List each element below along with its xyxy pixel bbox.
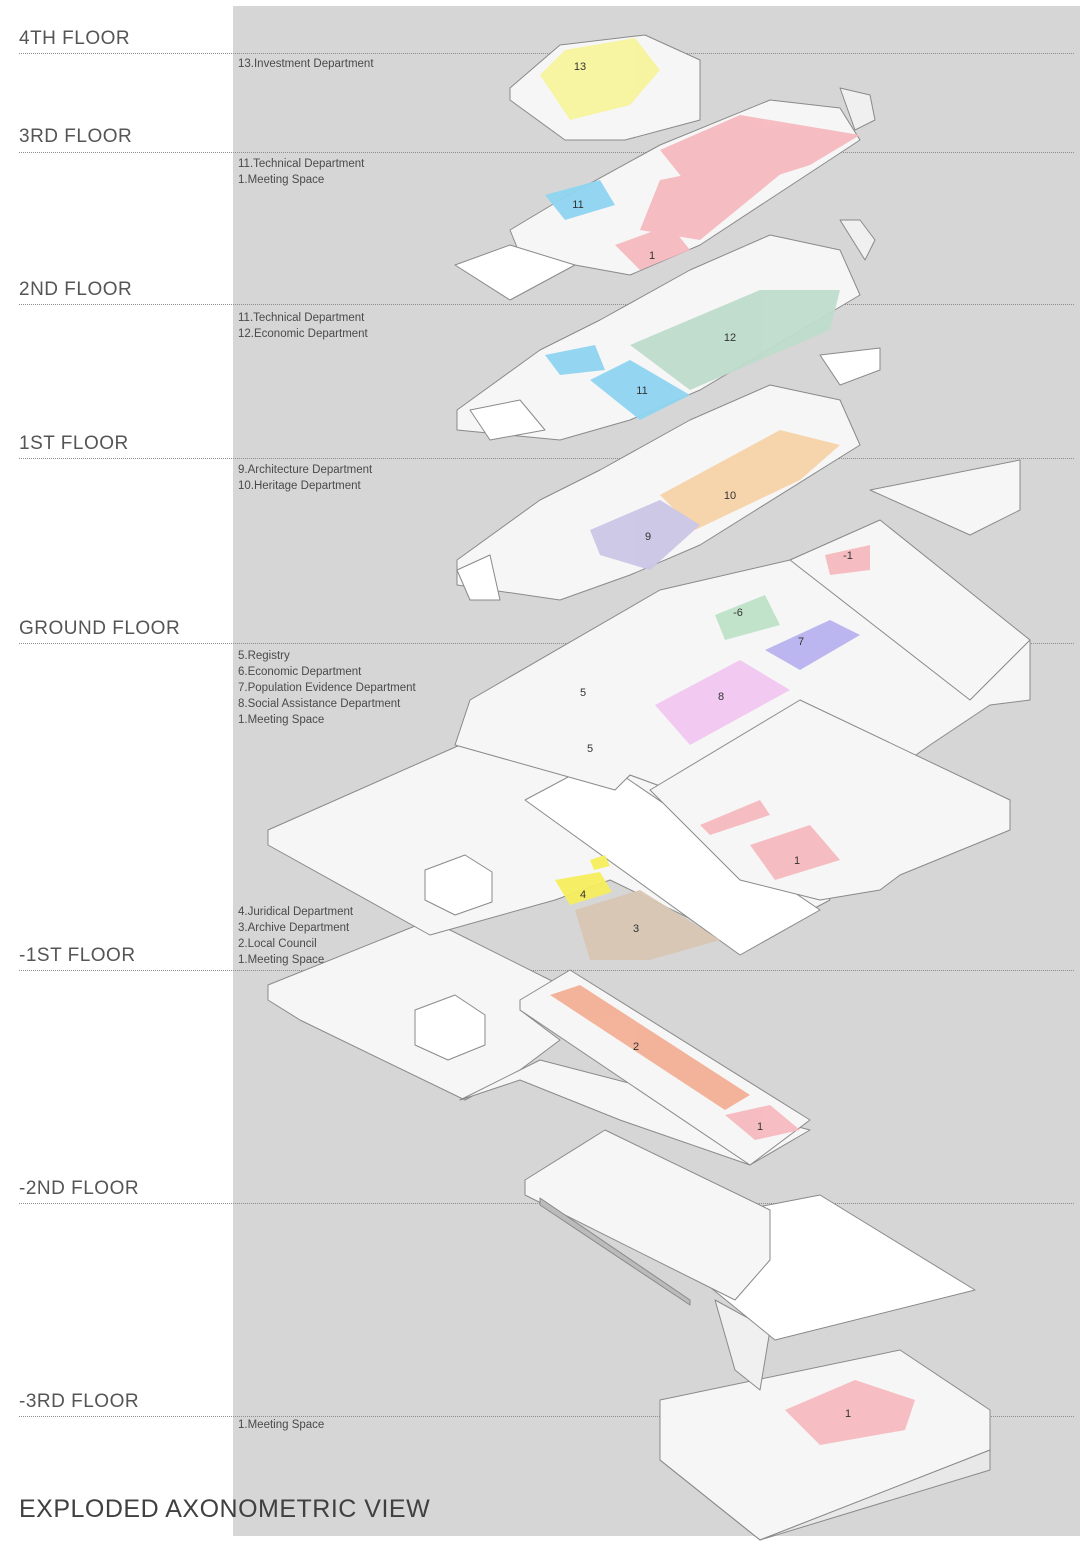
zone-meeting-m3: [785, 1380, 915, 1445]
floor-line-4th: [19, 53, 1074, 54]
floor-title-m2: -2ND FLOOR: [19, 1178, 140, 1199]
zone-social-ground: [655, 660, 790, 745]
legend-m1: 4.Juridical Department 3.Archive Departm…: [238, 904, 353, 968]
legend-2nd: 11.Technical Department 12.Economic Depa…: [238, 310, 368, 342]
legend-item: 5.Registry: [238, 650, 290, 662]
legend-ground: 5.Registry 6.Economic Department 7.Popul…: [238, 648, 416, 728]
legend-item: 13.Investment Department: [238, 58, 374, 70]
legend-item: 9.Architecture Department: [238, 464, 373, 476]
floor-title-1st: 1ST FLOOR: [19, 433, 129, 454]
room-label: 3: [633, 923, 639, 935]
floor-title-ground: GROUND FLOOR: [19, 618, 181, 639]
room-label: 2: [633, 1041, 639, 1053]
legend-item: 3.Archive Department: [238, 922, 350, 934]
room-label: 11: [636, 385, 647, 397]
floor-title-4th: 4TH FLOOR: [19, 28, 131, 49]
legend-item: 1.Meeting Space: [238, 174, 325, 186]
room-label: 13: [574, 61, 586, 73]
floor-line-m3: [19, 1416, 1074, 1417]
floor-title-m1: -1ST FLOOR: [19, 945, 136, 966]
legend-item: 6.Economic Department: [238, 666, 362, 678]
zone-meeting-3rd-c: [615, 225, 690, 270]
room-label: 1: [649, 250, 655, 262]
room-label: 7: [798, 636, 804, 648]
zone-council-m1: [550, 985, 750, 1110]
floor-line-m1: [19, 970, 1074, 971]
room-label: 1: [757, 1121, 763, 1133]
room-label: 1: [845, 1408, 851, 1420]
legend-m3: 1.Meeting Space: [238, 1417, 324, 1433]
zone-meeting-ground-c: [700, 800, 770, 835]
floor-plate-1st: [456, 347, 881, 601]
legend-1st: 9.Architecture Department 10.Heritage De…: [238, 462, 372, 494]
legend-item: 11.Technical Department: [238, 158, 365, 170]
zone-juridical-m1-a: [555, 872, 612, 905]
zone-investment-4th: [540, 38, 660, 120]
zone-economic-ground: [715, 595, 780, 640]
room-label: 9: [645, 531, 651, 543]
legend-item: 2.Local Council: [238, 938, 317, 950]
room-label: 1: [794, 855, 800, 867]
legend-item: 8.Social Assistance Department: [238, 698, 401, 710]
room-label: 11: [572, 199, 583, 211]
legend-item: 12.Economic Department: [238, 328, 368, 340]
zone-meeting-3rd-b: [640, 150, 810, 240]
floor-line-1st: [19, 458, 1074, 459]
zone-heritage-1st: [660, 430, 840, 530]
legend-item: 10.Heritage Department: [238, 480, 361, 492]
zone-meeting-ground-b: [750, 825, 840, 880]
legend-item: 11.Technical Department: [238, 312, 365, 324]
room-label: 10: [724, 490, 736, 502]
legend-item: 1.Meeting Space: [238, 1419, 325, 1431]
zone-economic-2nd: [630, 290, 840, 390]
legend-4th: 13.Investment Department: [238, 56, 374, 72]
legend-item: 1.Meeting Space: [238, 954, 325, 966]
room-label: -6: [733, 607, 743, 619]
legend-item: 4.Juridical Department: [238, 906, 354, 918]
room-label: 4: [580, 889, 586, 901]
zone-juridical-m1-b: [590, 855, 610, 870]
zone-meeting-ground-a: [825, 545, 870, 575]
zone-technical-2nd-b: [590, 360, 690, 420]
room-label: 5: [580, 687, 586, 699]
floor-title-3rd: 3RD FLOOR: [19, 126, 133, 147]
page-title: EXPLODED AXONOMETRIC VIEW: [19, 1495, 431, 1523]
room-label: -1: [843, 550, 853, 562]
legend-item: 7.Population Evidence Department: [238, 682, 416, 694]
zone-population-ground: [765, 620, 860, 670]
room-label: 8: [718, 691, 724, 703]
floor-title-2nd: 2ND FLOOR: [19, 279, 133, 300]
floor-plate-m1: [267, 919, 811, 1166]
floor-line-2nd: [19, 304, 1074, 305]
zone-archive-m1: [575, 890, 720, 960]
room-label: 12: [724, 332, 736, 344]
zone-technical-2nd-a: [545, 345, 605, 375]
floor-line-ground: [19, 643, 1074, 644]
zone-meeting-m1: [725, 1105, 800, 1140]
room-label: 5: [587, 743, 593, 755]
zone-architecture-1st: [590, 500, 700, 570]
legend-item: 1.Meeting Space: [238, 714, 325, 726]
zone-technical-3rd: [545, 180, 615, 220]
floor-plate-m2: [524, 1129, 771, 1306]
legend-3rd: 11.Technical Department 1.Meeting Space: [238, 156, 364, 188]
floor-title-m3: -3RD FLOOR: [19, 1391, 140, 1412]
floor-line-3rd: [19, 152, 1074, 153]
